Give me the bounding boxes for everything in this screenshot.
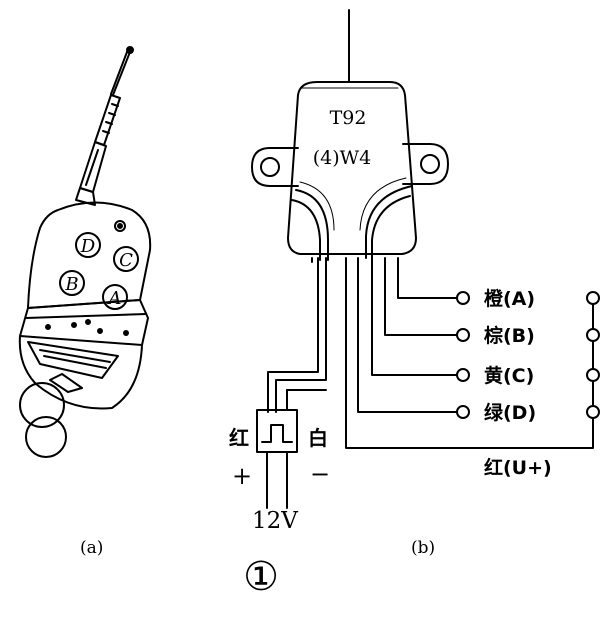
caption-b: (b) xyxy=(411,538,435,558)
remote-lower-body xyxy=(18,335,143,410)
common-terminal-b[interactable] xyxy=(586,328,600,342)
terminal-c[interactable] xyxy=(456,368,470,382)
button-b[interactable]: B xyxy=(59,270,85,296)
plus-label: + xyxy=(232,462,252,490)
output-wires xyxy=(345,257,594,449)
terminal-b[interactable] xyxy=(456,328,470,342)
output-label-c: 黄(C) xyxy=(484,364,534,387)
power-wires xyxy=(267,257,327,413)
figure-number: ① xyxy=(243,554,279,600)
remote-fob: D C B A xyxy=(18,46,152,458)
power-switch[interactable] xyxy=(256,389,327,509)
captions: (a) (b) ① xyxy=(80,538,435,600)
module-model: T92 xyxy=(330,107,367,129)
common-terminal-d[interactable] xyxy=(586,405,600,419)
module-housing xyxy=(287,81,417,255)
caption-a: (a) xyxy=(80,538,103,558)
receiver-module: T92 (4)W4 xyxy=(251,9,449,261)
wire-white-label: 白 xyxy=(308,426,328,450)
remote-strap-band xyxy=(19,299,149,346)
output-label-d: 绿(D) xyxy=(484,401,536,424)
button-b-label: B xyxy=(64,274,78,295)
button-d-label: D xyxy=(80,236,96,257)
remote-led xyxy=(114,220,126,232)
output-terminals xyxy=(456,291,470,419)
button-a-label: A xyxy=(107,288,122,309)
mount-tab-right xyxy=(402,143,449,185)
power-labels: 红 白 + − 12V xyxy=(229,426,330,534)
button-a[interactable]: A xyxy=(102,284,128,310)
terminal-d[interactable] xyxy=(456,405,470,419)
remote-antenna xyxy=(75,46,134,206)
common-bus xyxy=(586,291,600,419)
terminal-a[interactable] xyxy=(456,291,470,305)
common-terminal-a[interactable] xyxy=(586,291,600,305)
output-labels: 橙(A) 棕(B) 黄(C) 绿(D) 红(U+) xyxy=(484,287,552,479)
module-code: (4)W4 xyxy=(313,147,372,169)
key-ring-lower xyxy=(25,416,67,458)
common-terminal-c[interactable] xyxy=(586,368,600,382)
mount-tab-left xyxy=(251,147,299,187)
key-ring-upper xyxy=(19,382,65,428)
wire-red-label: 红 xyxy=(229,426,249,450)
output-label-a: 橙(A) xyxy=(484,287,535,310)
button-c-label: C xyxy=(119,250,133,271)
button-d[interactable]: D xyxy=(75,232,101,258)
minus-label: − xyxy=(310,460,330,488)
output-label-b: 棕(B) xyxy=(484,324,535,347)
common-label: 红(U+) xyxy=(484,456,552,479)
button-c[interactable]: C xyxy=(113,246,139,272)
voltage-label: 12V xyxy=(252,508,298,534)
